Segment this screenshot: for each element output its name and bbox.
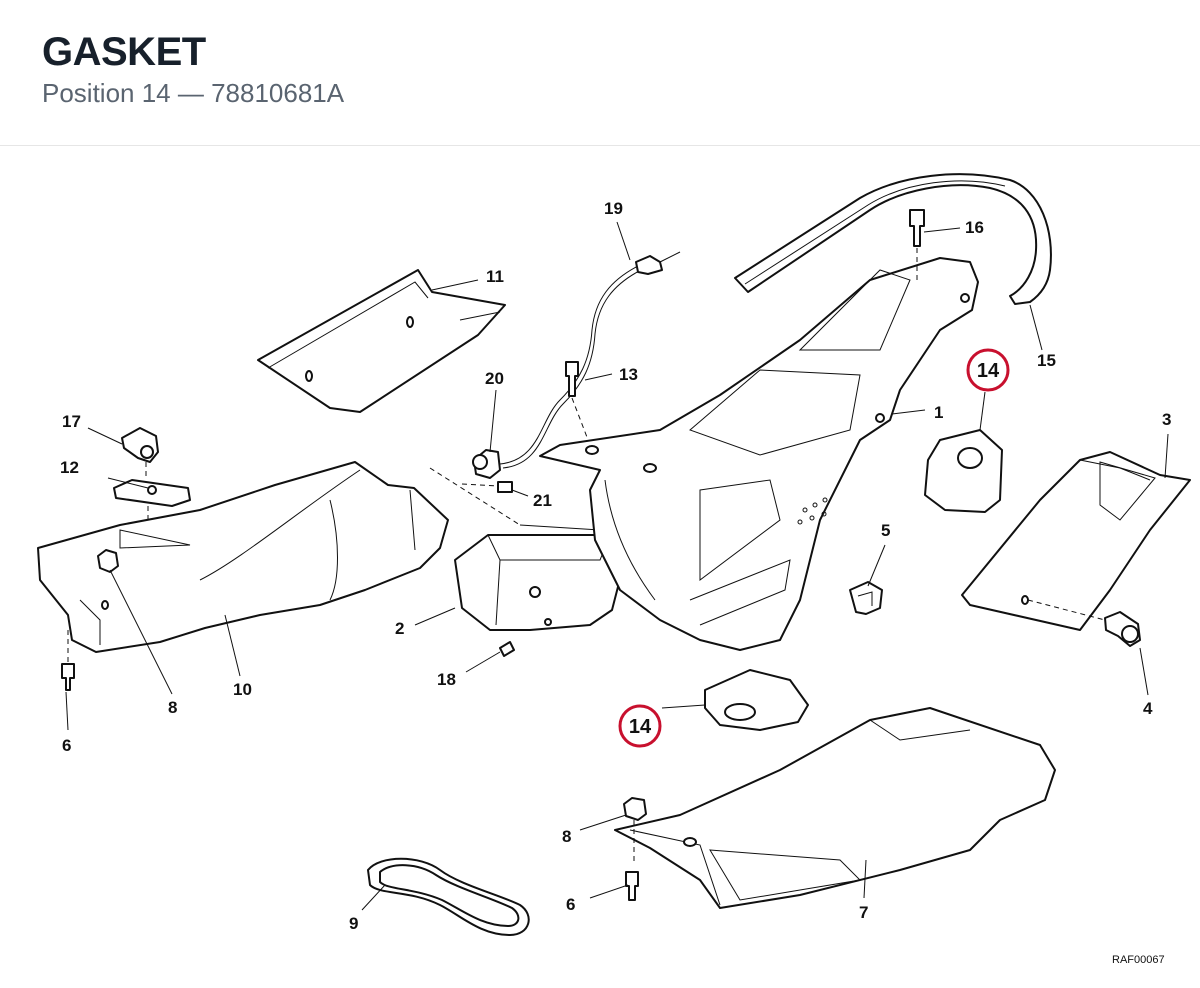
- frame-hole-pattern: [797, 497, 828, 525]
- part-13-screw: [565, 361, 591, 446]
- callout-8-left: 8: [168, 698, 177, 717]
- part-5-clip: [849, 581, 883, 615]
- callout-21: 21: [533, 491, 552, 510]
- callout-13: 13: [619, 365, 638, 384]
- part-1-main-frame: [539, 257, 979, 651]
- part-18-screw: [499, 641, 515, 657]
- part-19-cable: [499, 251, 681, 469]
- part-14-gasket-lower: [704, 669, 809, 731]
- part-14-gasket-upper: [924, 429, 1003, 513]
- drawing-reference: RAF00067: [1112, 954, 1165, 966]
- callout-15: 15: [1037, 351, 1056, 370]
- part-6-screw-left: [61, 630, 75, 691]
- callout-2: 2: [395, 619, 404, 638]
- callout-5: 5: [881, 521, 890, 540]
- page-title: GASKET: [42, 30, 206, 74]
- callout-9: 9: [349, 914, 358, 933]
- part-7-lower-cover: [614, 707, 1056, 909]
- highlight-callout-14-lower[interactable]: 14: [618, 704, 662, 748]
- callout-17: 17: [62, 412, 81, 431]
- callout-11: 11: [486, 267, 504, 286]
- callout-8-lower: 8: [562, 827, 571, 846]
- callout-18: 18: [437, 670, 456, 689]
- part-16-screw: [909, 209, 925, 282]
- callout-14-upper: 14: [977, 360, 1000, 382]
- part-6-screw-lower: [625, 871, 639, 901]
- callout-19: 19: [604, 199, 623, 218]
- callout-12: 12: [60, 458, 79, 477]
- part-8-nut-lower: [623, 797, 647, 862]
- part-10-side-cover: [37, 461, 449, 653]
- part-20-clip: [472, 449, 501, 479]
- callout-6-left: 6: [62, 736, 71, 755]
- callout-16: 16: [965, 218, 984, 237]
- highlight-callout-14-upper[interactable]: 14: [966, 348, 1010, 392]
- header: GASKET Position 14 — 78810681A: [0, 0, 1200, 146]
- callout-3: 3: [1162, 410, 1171, 429]
- part-12-plate: [113, 479, 191, 540]
- page-subtitle: Position 14 — 78810681A: [42, 78, 345, 108]
- part-3-side-panel: [961, 451, 1191, 631]
- part-4-fastener: [1104, 611, 1141, 647]
- callout-6-lower: 6: [566, 895, 575, 914]
- callout-1: 1: [934, 403, 943, 422]
- callout-4: 4: [1143, 699, 1153, 718]
- callout-7: 7: [859, 903, 868, 922]
- part-2-box: [429, 467, 629, 631]
- leader-lines: [65, 221, 1169, 911]
- part-17-clip: [121, 427, 159, 476]
- callout-labels: 1 2 3 4 5 6 6 7 8 8 9 10 11 12 13 15 16 …: [60, 199, 1171, 933]
- callout-20: 20: [485, 369, 504, 388]
- part-21-screw: [461, 481, 513, 493]
- part-9-seal-band: [367, 857, 530, 936]
- callout-14-lower: 14: [629, 716, 652, 738]
- part-8-nut-left: [97, 549, 119, 573]
- part-15-rail: [734, 173, 1052, 305]
- callout-10: 10: [233, 680, 252, 699]
- part-11-panel: [257, 269, 506, 413]
